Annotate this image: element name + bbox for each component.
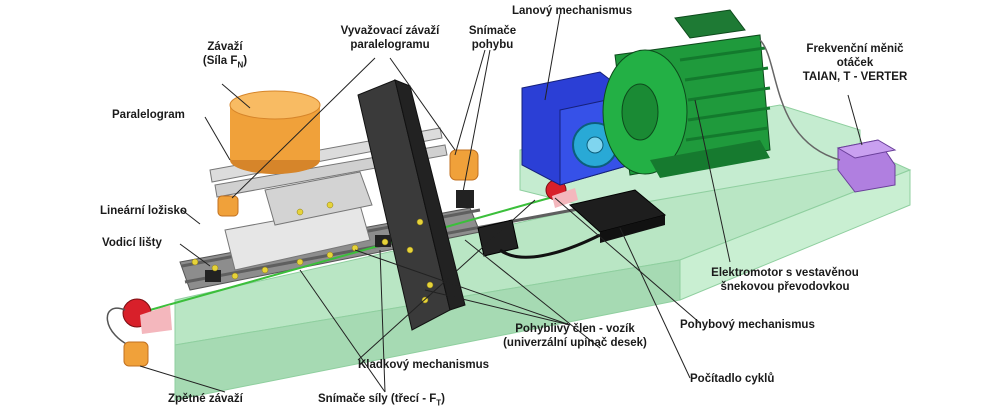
label-weight-line2a: (Síla F bbox=[202, 55, 238, 67]
label-balance-weight: Vyvažovací závaží paralelogramu bbox=[320, 24, 460, 52]
label-linear-bearing: Lineární ložisko bbox=[100, 205, 187, 217]
carriage-top bbox=[264, 171, 373, 226]
label-balance-weight-line1: Vyvažovací závaží bbox=[340, 25, 440, 37]
label-frequency-inverter-line2: otáček bbox=[836, 57, 874, 69]
label-moving-carriage: Pohyblivý člen - vozík (univerzální upín… bbox=[480, 322, 670, 350]
gearbox-hub bbox=[586, 136, 604, 154]
label-drive-mechanism: Pohybový mechanismus bbox=[680, 319, 815, 331]
label-weight-line1: Závaží bbox=[207, 41, 243, 53]
label-moving-carriage-line2: (univerzální upínač desek) bbox=[503, 337, 647, 349]
label-moving-carriage-line1: Pohyblivý člen - vozík bbox=[515, 323, 635, 335]
label-pulley-mechanism: Kladkový mechanismus bbox=[358, 359, 490, 371]
label-motion-sensors: Snímače pohybu bbox=[455, 24, 530, 52]
return-weight bbox=[123, 341, 149, 367]
pulley-right-mount bbox=[552, 188, 578, 208]
force-sensor-2 bbox=[205, 270, 221, 282]
balance-weight-right bbox=[449, 149, 479, 181]
leader-lines bbox=[139, 13, 863, 393]
weight-top bbox=[229, 90, 321, 120]
drive-cable bbox=[499, 233, 601, 259]
label-weight-line2b: ) bbox=[243, 55, 248, 67]
label-motion-sensors-line2: pohybu bbox=[471, 39, 514, 51]
bolts bbox=[191, 201, 434, 304]
label-force-sensors-sub: T bbox=[436, 398, 442, 408]
cycle-counter-side bbox=[600, 215, 665, 243]
label-paralelogram: Paralelogram bbox=[112, 109, 185, 121]
label-cycle-counter: Počítadlo cyklů bbox=[690, 373, 775, 385]
label-return-weight: Zpětné závaží bbox=[168, 393, 243, 405]
label-motion-sensors-line1: Snímače bbox=[468, 25, 517, 37]
label-weight-line2: (Síla FN) bbox=[180, 54, 270, 72]
motion-drive-box bbox=[477, 219, 519, 257]
label-frequency-inverter: Frekvenční měnič otáček TAIAN, T - VERTE… bbox=[780, 42, 930, 84]
label-electric-motor-line1: Elektromotor s vestavěnou bbox=[711, 267, 859, 279]
motor-hub bbox=[621, 83, 659, 141]
label-force-sensors-a: Snímače síly (třecí - F bbox=[318, 393, 437, 405]
label-frequency-inverter-line1: Frekvenční měnič bbox=[806, 43, 904, 55]
motion-sensor bbox=[456, 190, 474, 208]
motor-feet bbox=[650, 140, 770, 178]
label-force-sensors-b: ) bbox=[441, 393, 445, 405]
motor-fins bbox=[679, 46, 771, 142]
label-rope-mechanism: Lanový mechanismus bbox=[512, 5, 633, 17]
label-weight: Závaží (Síla FN) bbox=[180, 40, 270, 72]
frequency-inverter-top bbox=[836, 139, 897, 159]
base-end bbox=[679, 169, 911, 301]
upright-plate-edge bbox=[394, 79, 466, 311]
label-force-sensors: Snímače síly (třecí - FT) bbox=[318, 392, 445, 410]
label-weight-sub: N bbox=[237, 60, 244, 70]
label-frequency-inverter-line3: TAIAN, T - VERTER bbox=[802, 71, 908, 83]
balance-weight-small bbox=[217, 195, 239, 217]
label-balance-weight-line2: paralelogramu bbox=[350, 39, 430, 51]
label-electric-motor-line2: šnekovou převodovkou bbox=[720, 281, 850, 293]
green-cable bbox=[149, 194, 561, 311]
label-guide-rails: Vodicí lišty bbox=[102, 237, 162, 249]
motor-terminal-box bbox=[674, 9, 746, 39]
inverter-cable bbox=[759, 39, 841, 161]
pulley-left-mount bbox=[140, 305, 172, 334]
label-electric-motor: Elektromotor s vestavěnou šnekovou převo… bbox=[690, 266, 880, 294]
